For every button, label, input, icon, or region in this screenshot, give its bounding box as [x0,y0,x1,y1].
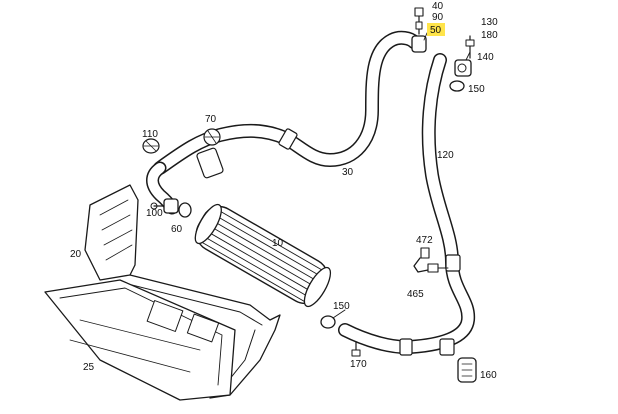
callout-472: 472 [416,235,433,246]
callout-160: 160 [480,370,497,381]
callout-50-highlight [427,23,445,36]
callout-40: 40 [432,1,444,12]
sensor-472-465 [413,247,449,273]
shield-25 [44,279,236,401]
callout-465: 465 [407,289,424,300]
fitting-top-left [411,7,427,53]
o-ring-60 [178,202,192,218]
bracket-20 [84,184,281,399]
fitting-100 [150,198,179,214]
oil-cooler-10 [194,203,332,308]
callout-150-top: 150 [468,84,485,95]
callout-140: 140 [477,52,494,63]
o-ring-150-top [449,80,465,92]
callout-70: 70 [205,114,217,125]
hose-120 [338,53,476,356]
callout-130: 130 [481,17,498,28]
callout-60: 60 [171,224,183,235]
callout-110: 110 [142,129,158,140]
callout-170: 170 [350,359,367,370]
callout-10: 10 [272,238,284,249]
callout-20: 20 [70,249,82,260]
clamp-110 [142,138,160,154]
o-ring-150-lower [320,315,336,329]
bolt-170 [351,341,361,357]
callout-50: 50 [430,25,442,36]
clip-160 [457,357,477,383]
callout-180: 180 [481,30,498,41]
callout-90: 90 [432,12,444,23]
callout-30: 30 [342,167,354,178]
callout-labels: 40 90 50 130 180 140 150 70 110 120 30 1… [70,1,498,381]
callout-100: 100 [146,208,163,219]
fitting-top-right [454,35,475,77]
leader-lines [332,32,471,319]
hose-30 [146,30,421,215]
clamp-70 [203,128,221,146]
callout-25: 25 [83,362,95,373]
callout-120: 120 [437,150,454,161]
callout-150-lower: 150 [333,301,350,312]
